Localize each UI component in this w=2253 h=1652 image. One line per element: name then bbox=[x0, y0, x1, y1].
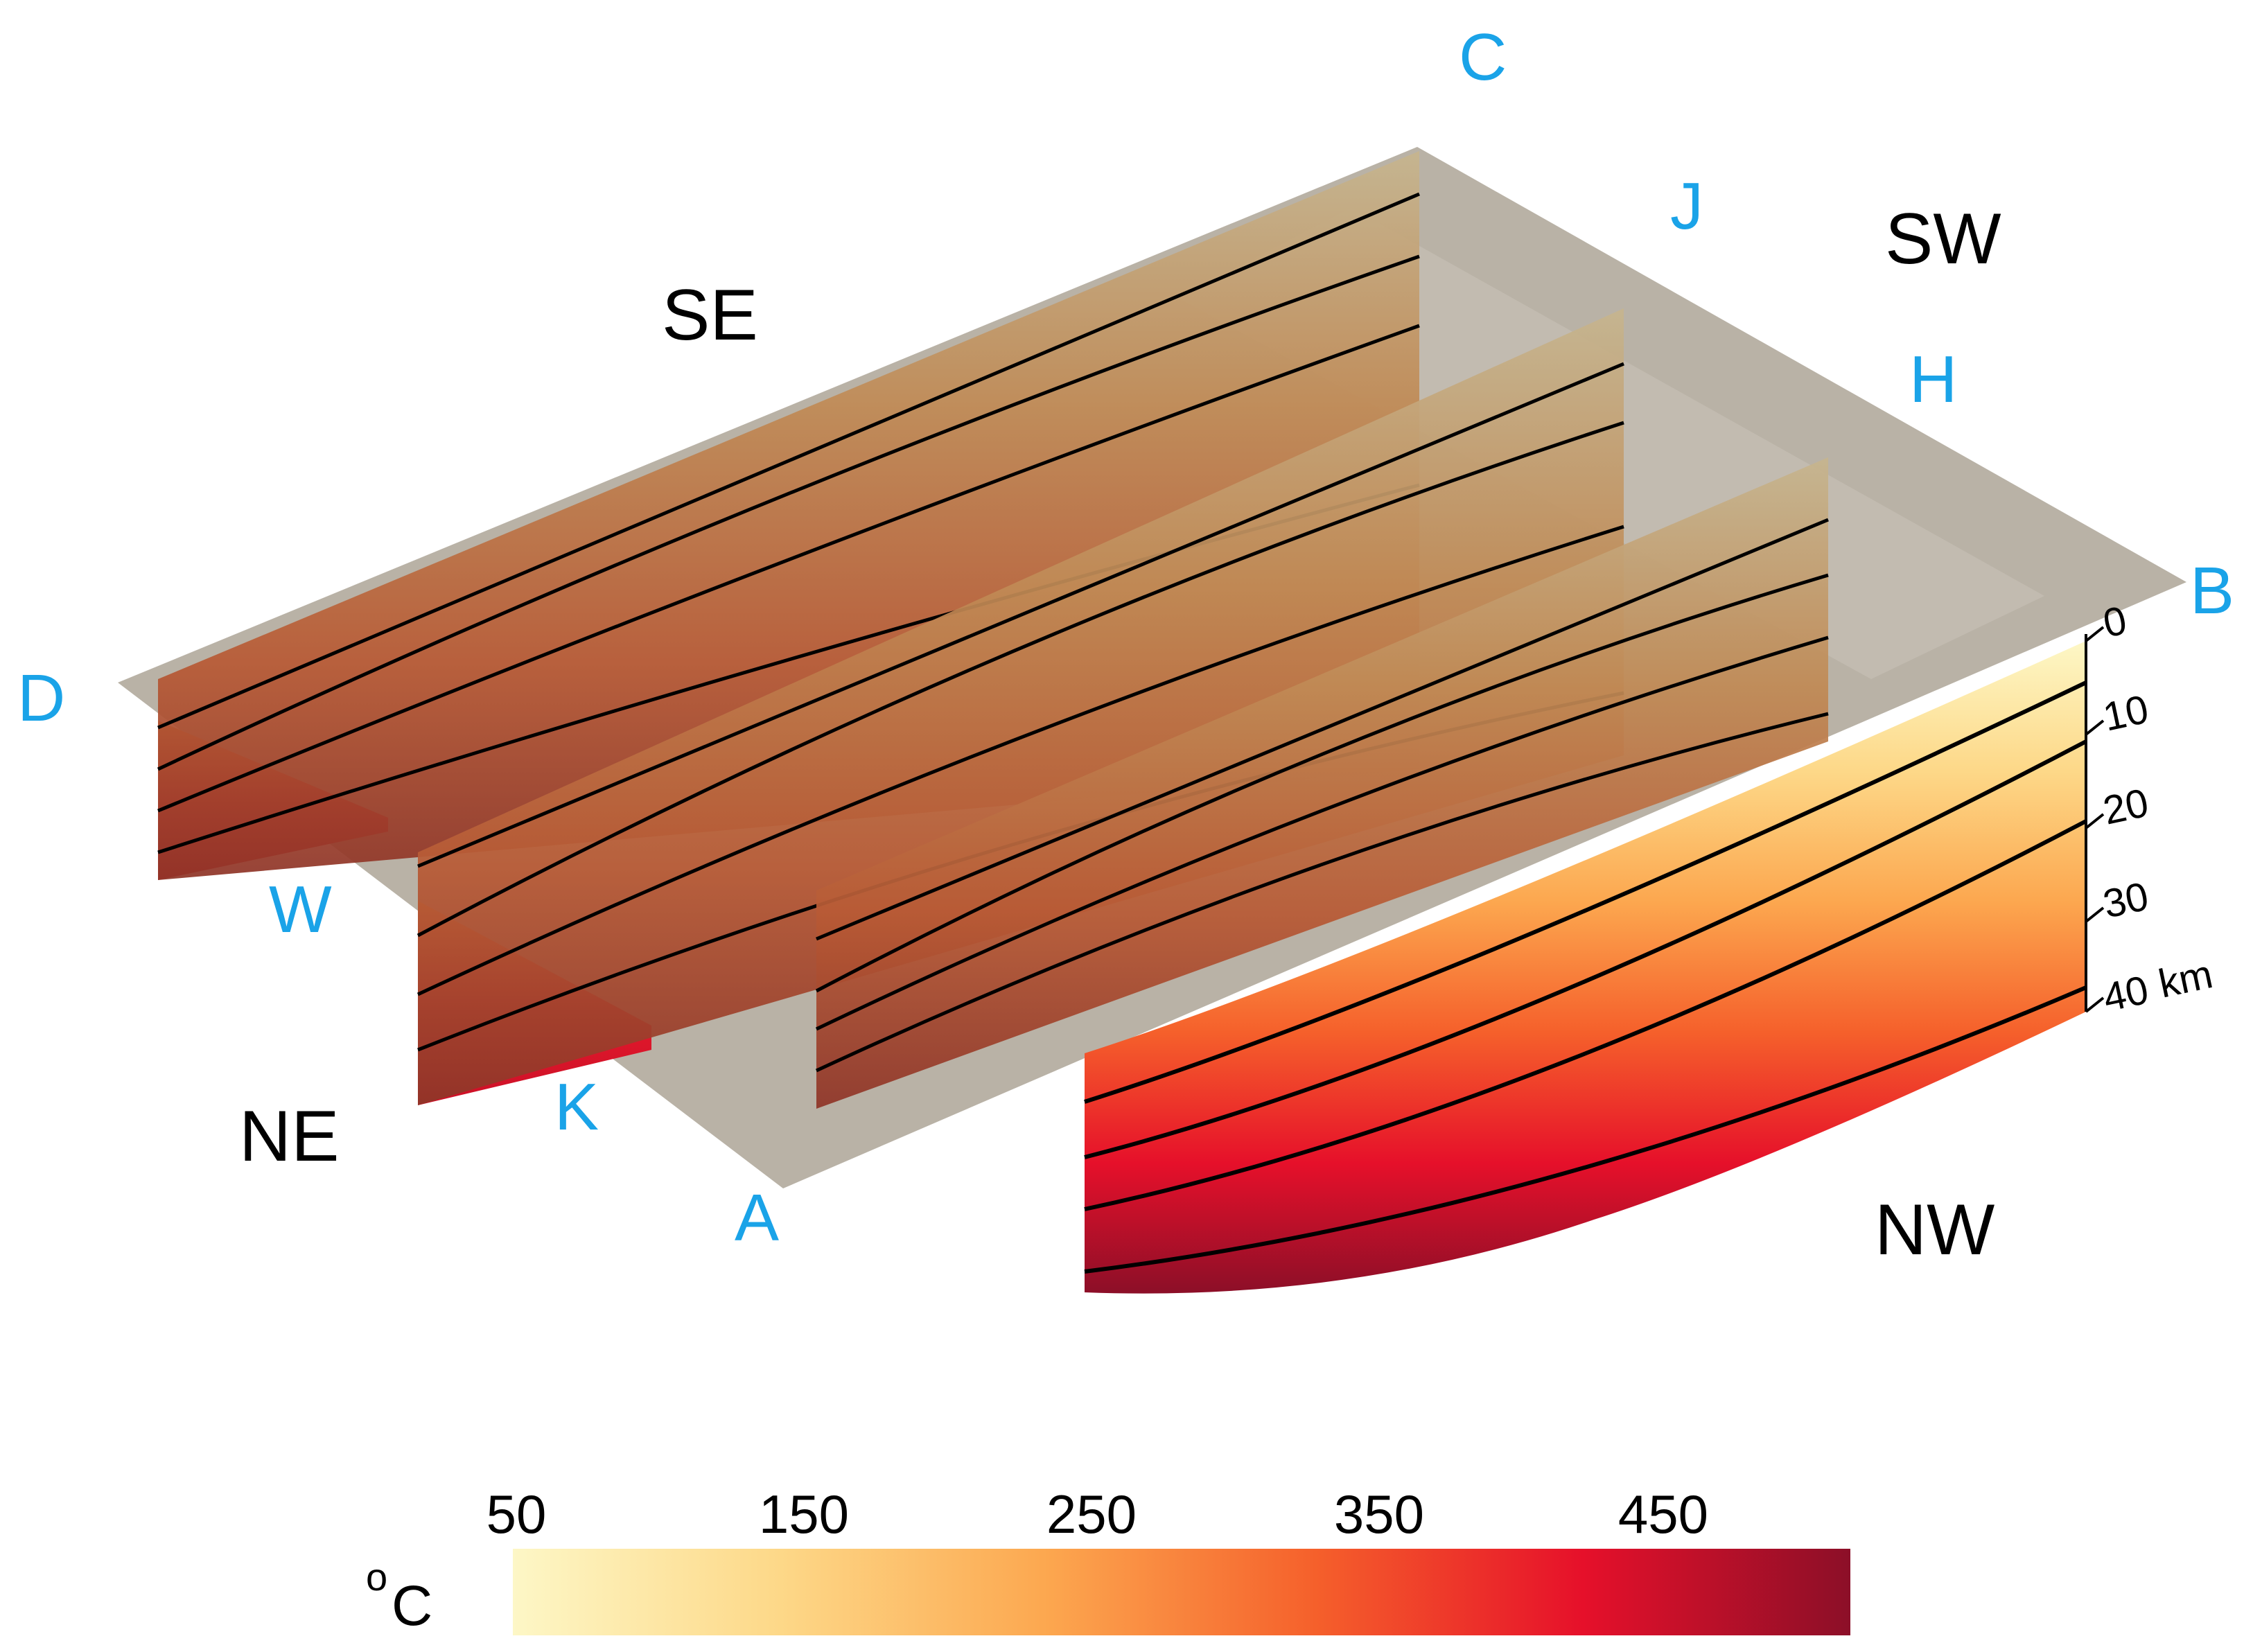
point-label-c: C bbox=[1459, 20, 1507, 94]
colorbar-tick-250: 250 bbox=[1046, 1484, 1137, 1545]
direction-label-se: SE bbox=[662, 275, 758, 355]
direction-label-nw: NW bbox=[1875, 1190, 1995, 1270]
colorbar-tick-450: 450 bbox=[1618, 1484, 1708, 1545]
point-label-j: J bbox=[1670, 169, 1703, 243]
depth-unit: km bbox=[2155, 951, 2216, 1007]
isotherms-nw bbox=[1084, 680, 2087, 1274]
point-label-w: W bbox=[269, 872, 332, 947]
depth-tick-40: 40 bbox=[2099, 967, 2153, 1021]
point-label-h: H bbox=[1909, 342, 1957, 416]
isotherms-front bbox=[815, 518, 1829, 1073]
section-slice-front bbox=[816, 457, 1828, 1109]
colorbar-tick-150: 150 bbox=[759, 1484, 849, 1545]
depth-tick-20: 20 bbox=[2099, 780, 2153, 834]
depth-tick-10: 10 bbox=[2099, 687, 2153, 740]
direction-label-sw: SW bbox=[1885, 199, 2001, 279]
point-label-k: K bbox=[554, 1070, 599, 1144]
point-label-a: A bbox=[735, 1181, 779, 1255]
section-nw-cross-section bbox=[1085, 641, 2086, 1294]
point-label-b: B bbox=[2190, 554, 2234, 628]
depth-axis bbox=[2085, 626, 2105, 1013]
colorbar-unit: C bbox=[392, 1574, 432, 1637]
colorbar bbox=[513, 1549, 1850, 1635]
section-slice-middle bbox=[418, 308, 1624, 1105]
point-label-d: D bbox=[17, 661, 65, 735]
direction-label-ne: NE bbox=[239, 1096, 339, 1177]
colorbar-tick-50: 50 bbox=[486, 1484, 547, 1545]
colorbar-unit-degree: o bbox=[366, 1555, 387, 1599]
depth-tick-30: 30 bbox=[2099, 874, 2153, 927]
colorbar-tick-350: 350 bbox=[1334, 1484, 1424, 1545]
